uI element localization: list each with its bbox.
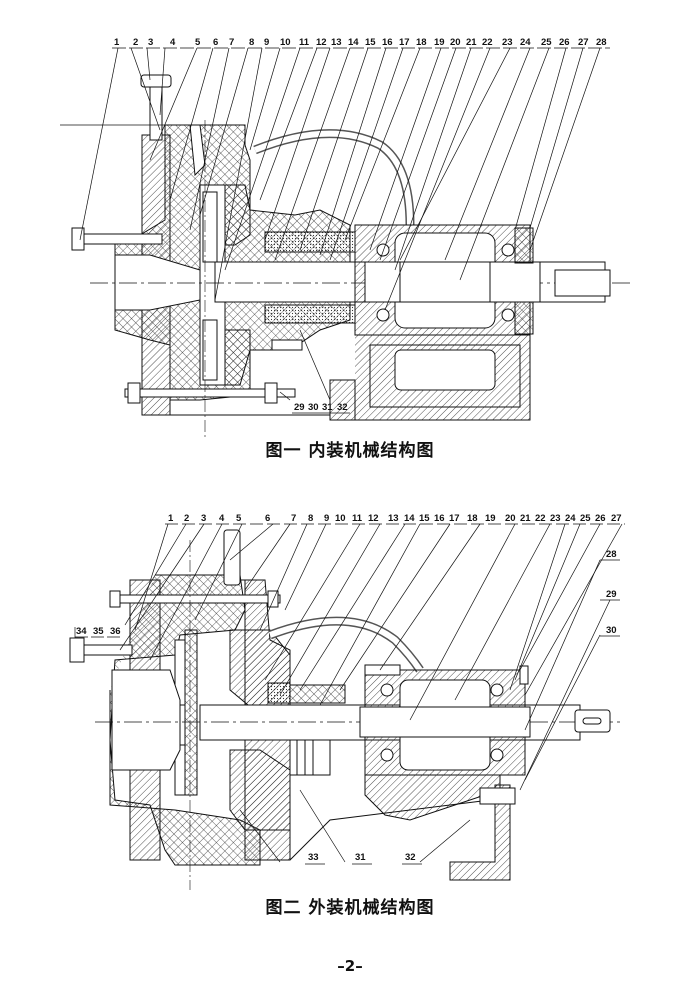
- callout-25: 25: [580, 513, 591, 524]
- callout-31: 31: [355, 852, 366, 863]
- callout-20: 20: [450, 37, 461, 48]
- figure-2-callouts-left: 34 35 36: [75, 626, 122, 638]
- callout-27: 27: [611, 513, 622, 524]
- callout-28: 28: [606, 549, 617, 560]
- figure-2-external-mechanical-structure: 1 2 3 4 5 6 7 8 9 10 11 12 13 14 15 16 1…: [0, 490, 700, 930]
- callout-11: 11: [352, 513, 363, 524]
- callout-24: 24: [565, 513, 576, 524]
- callout-30: 30: [308, 402, 319, 413]
- callout-19: 19: [434, 37, 445, 48]
- callout-18: 18: [416, 37, 427, 48]
- callout-21: 21: [466, 37, 477, 48]
- figure-1-callouts-bottom: 29 30 31 32: [292, 402, 350, 414]
- callout-29: 29: [294, 402, 305, 413]
- figure-1-drawing: 1 2 3 4 5 6 7 8 9 10 11 12 13 14 15 16 1…: [60, 37, 630, 440]
- callout-11: 11: [299, 37, 310, 48]
- callout-21: 21: [520, 513, 531, 524]
- callout-6: 6: [213, 37, 218, 48]
- callout-9: 9: [264, 37, 269, 48]
- callout-10: 10: [280, 37, 291, 48]
- callout-5: 5: [236, 513, 242, 524]
- callout-28: 28: [596, 37, 607, 48]
- callout-16: 16: [382, 37, 393, 48]
- callout-3: 3: [148, 37, 153, 48]
- callout-15: 15: [419, 513, 430, 524]
- callout-1: 1: [168, 513, 174, 524]
- figure-1-internal-mechanical-structure: 1 2 3 4 5 6 7 8 9 10 11 12 13 14 15 16 1…: [0, 0, 700, 470]
- callout-14: 14: [404, 513, 415, 524]
- callout-10: 10: [335, 513, 346, 524]
- callout-22: 22: [535, 513, 546, 524]
- callout-6: 6: [265, 513, 270, 524]
- callout-8: 8: [308, 513, 313, 524]
- callout-9: 9: [324, 513, 329, 524]
- callout-30: 30: [606, 625, 617, 636]
- callout-4: 4: [170, 37, 176, 48]
- callout-15: 15: [365, 37, 376, 48]
- callout-7: 7: [229, 37, 234, 48]
- callout-12: 12: [316, 37, 327, 48]
- figure-2-leader-lines: [74, 523, 623, 863]
- figure-2-callouts-right: 28 29 30: [600, 549, 620, 637]
- figure-2-callouts-top: 1 2 3 4 5 6 7 8 9 10 11 12 13 14 15 16 1…: [165, 513, 625, 525]
- callout-14: 14: [348, 37, 359, 48]
- callout-35: 35: [93, 626, 104, 637]
- callout-7: 7: [291, 513, 296, 524]
- callout-20: 20: [505, 513, 516, 524]
- callout-5: 5: [195, 37, 201, 48]
- callout-24: 24: [520, 37, 531, 48]
- figure-2-caption: 图二 外装机械结构图: [265, 898, 435, 918]
- callout-18: 18: [467, 513, 478, 524]
- callout-16: 16: [434, 513, 445, 524]
- callout-4: 4: [219, 513, 225, 524]
- figure-1-leader-lines: [79, 47, 601, 401]
- callout-2: 2: [133, 37, 138, 48]
- callout-31: 31: [322, 402, 333, 413]
- callout-23: 23: [550, 513, 561, 524]
- callout-36: 36: [110, 626, 121, 637]
- callout-26: 26: [595, 513, 606, 524]
- figure-2-callouts-bottom: 33 31 32: [305, 852, 422, 865]
- callout-17: 17: [449, 513, 460, 524]
- figure-1-callouts-top: 1 2 3 4 5 6 7 8 9 10 11 12 13 14 15 16 1…: [114, 37, 607, 48]
- figure-2-drawing: 1 2 3 4 5 6 7 8 9 10 11 12 13 14 15 16 1…: [69, 513, 625, 890]
- callout-2: 2: [184, 513, 189, 524]
- callout-23: 23: [502, 37, 513, 48]
- callout-33: 33: [308, 852, 319, 863]
- callout-3: 3: [201, 513, 206, 524]
- callout-34: 34: [76, 626, 87, 637]
- callout-19: 19: [485, 513, 496, 524]
- callout-17: 17: [399, 37, 410, 48]
- callout-32: 32: [405, 852, 416, 863]
- callout-22: 22: [482, 37, 493, 48]
- page-number: –2–: [337, 957, 363, 975]
- callout-26: 26: [559, 37, 570, 48]
- callout-1: 1: [114, 37, 120, 48]
- callout-25: 25: [541, 37, 552, 48]
- callout-13: 13: [331, 37, 342, 48]
- callout-32: 32: [337, 402, 348, 413]
- callout-13: 13: [388, 513, 399, 524]
- callout-12: 12: [368, 513, 379, 524]
- callout-29: 29: [606, 589, 617, 600]
- figure-1-caption: 图一 内装机械结构图: [265, 441, 435, 461]
- callout-27: 27: [578, 37, 589, 48]
- callout-8: 8: [249, 37, 254, 48]
